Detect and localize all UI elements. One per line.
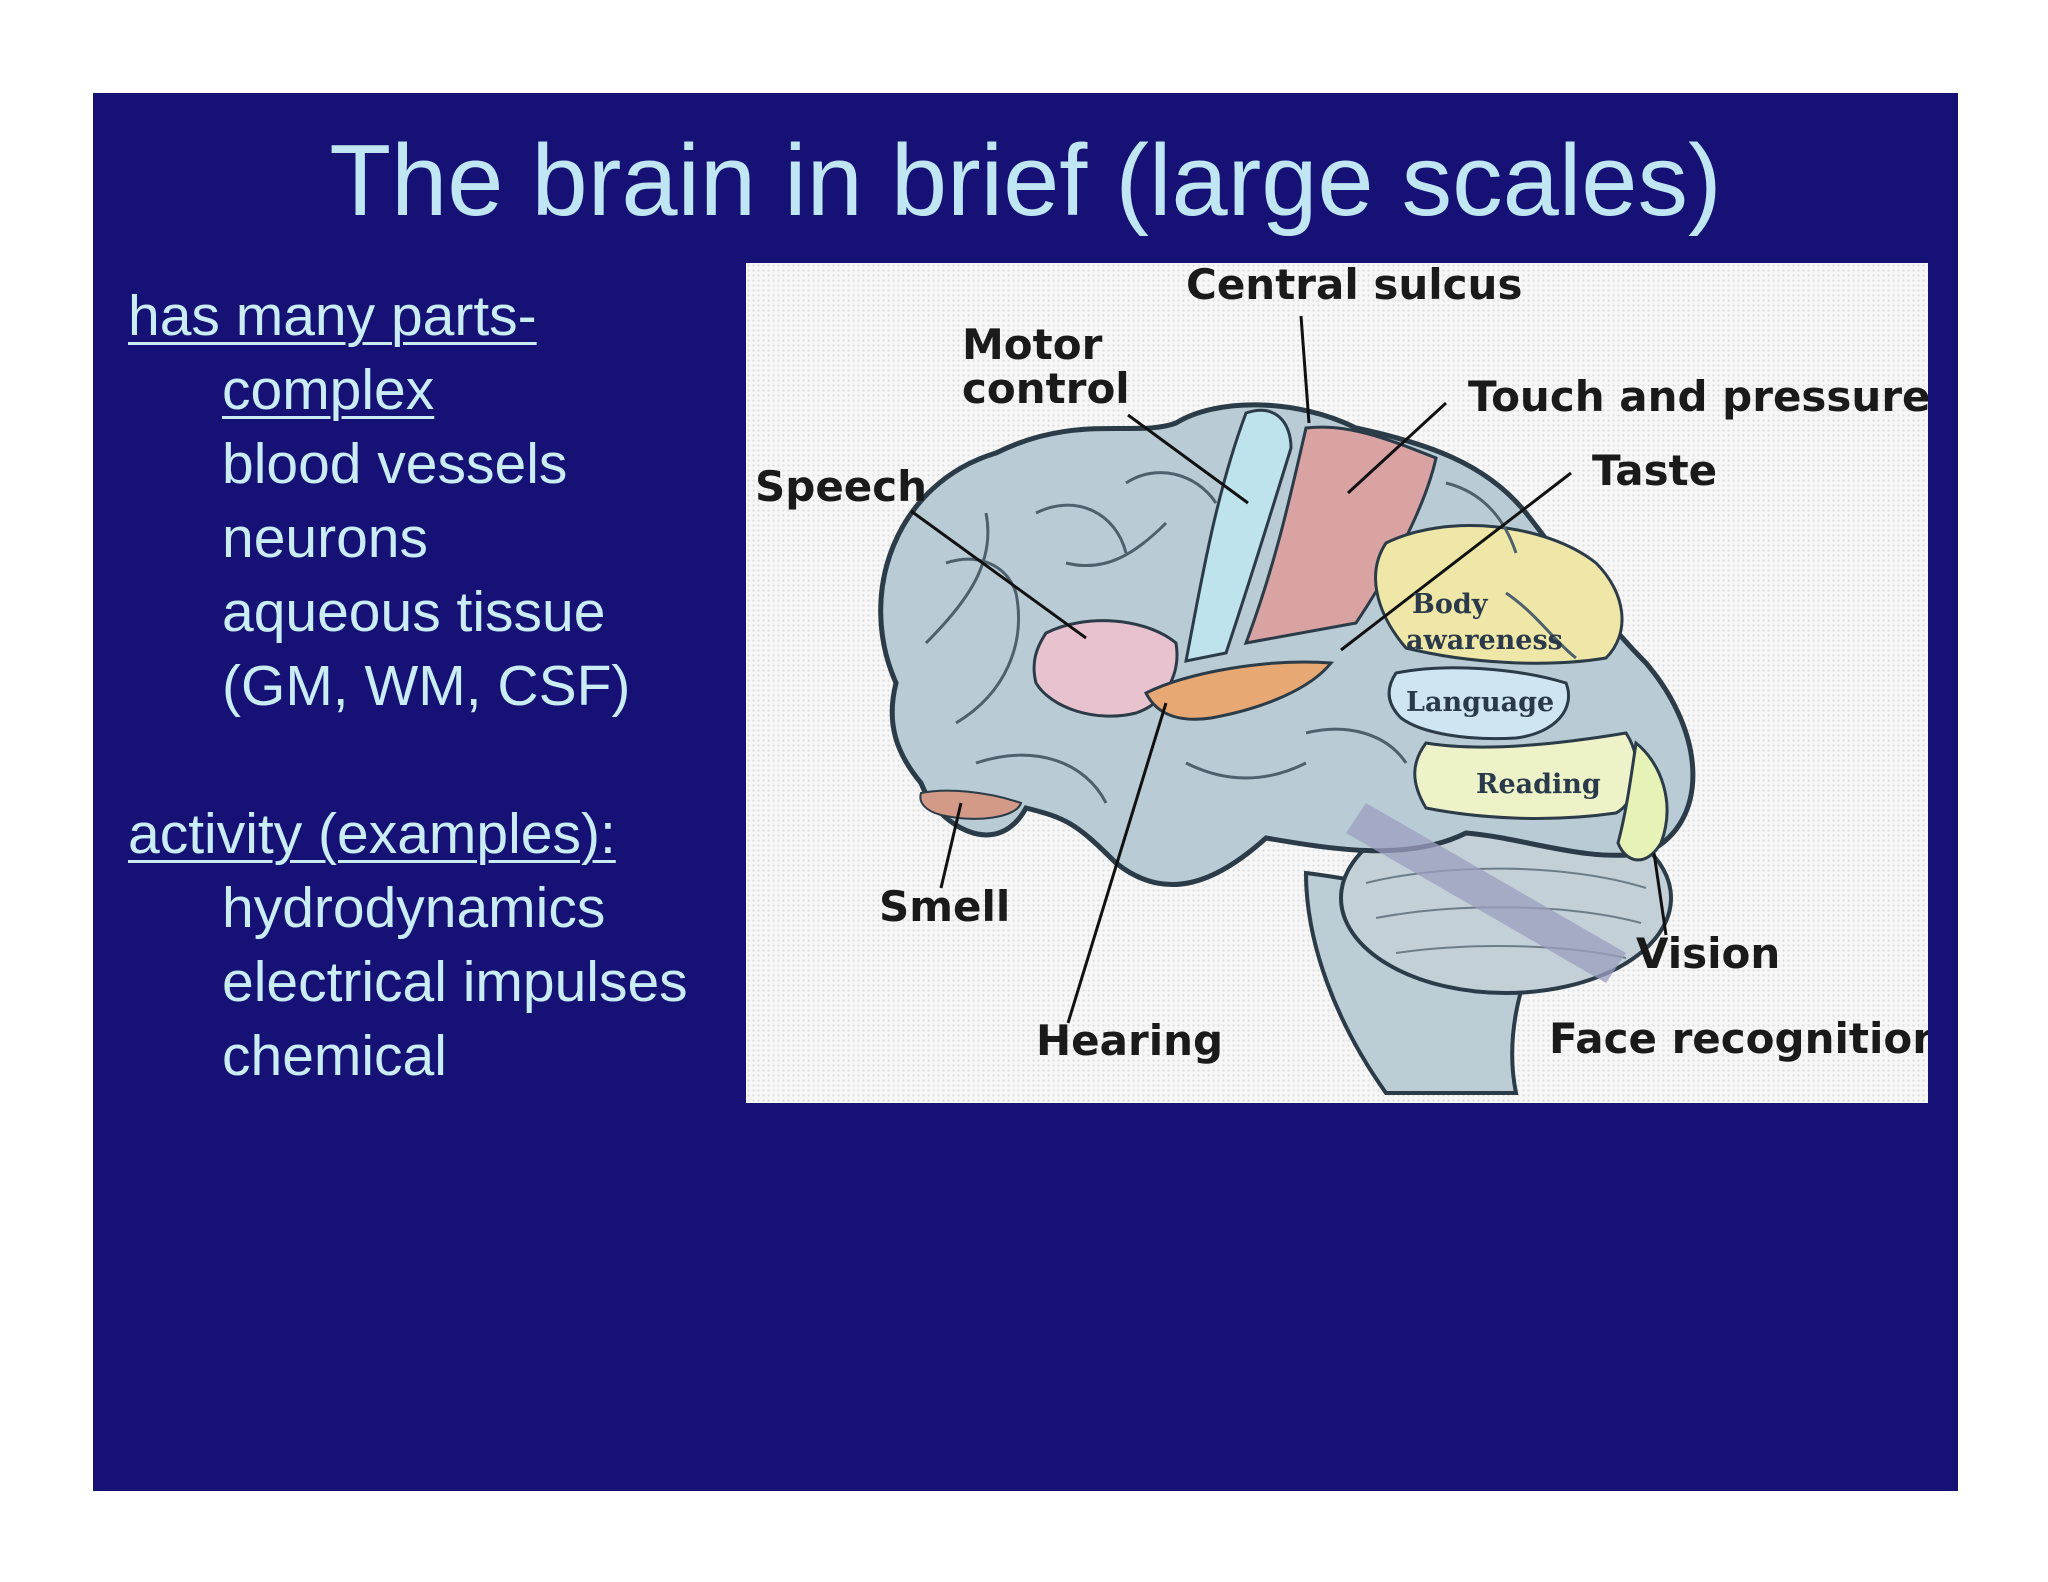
pointer-touch: [1346, 401, 1448, 495]
item-neurons: neurons: [222, 506, 428, 570]
label-smell: Smell: [879, 882, 1010, 931]
speech-region: [1032, 619, 1179, 718]
label-reading: Reading: [1476, 769, 1601, 800]
vision-region: [1616, 740, 1669, 862]
smell-region: [919, 789, 1023, 820]
item-chemical: chemical: [222, 1024, 447, 1088]
item-aqueous-tissue: aqueous tissue: [222, 580, 606, 644]
brain-diagram: Central sulcus Motor control Touch and p…: [755, 263, 1928, 1095]
label-language: Language: [1406, 687, 1554, 718]
pointer-hearing: [1066, 702, 1168, 1024]
face-recognition-region: [1346, 803, 1626, 983]
label-awareness: awareness: [1406, 625, 1563, 656]
heading-activity: activity (examples):: [128, 802, 616, 866]
heading-parts: has many parts-: [128, 284, 537, 348]
pointer-vision: [1652, 852, 1668, 936]
pointer-motor-control: [1127, 413, 1249, 505]
label-face-recognition: Face recognition: [1549, 1014, 1928, 1063]
gyri-lines: [924, 471, 1577, 804]
label-control: control: [962, 364, 1130, 413]
brain-figure: Central sulcus Motor control Touch and p…: [746, 263, 1928, 1103]
label-hearing: Hearing: [1036, 1016, 1223, 1065]
pointer-speech: [910, 509, 1087, 640]
body-awareness-region: [1374, 524, 1624, 665]
item-hydrodynamics: hydrodynamics: [222, 876, 606, 940]
language-region: [1387, 666, 1570, 741]
reading-region: [1413, 731, 1639, 820]
label-body: Body: [1412, 589, 1489, 620]
spacer: [128, 723, 828, 797]
pointer-lines: [910, 315, 1668, 1024]
label-central-sulcus: Central sulcus: [1186, 263, 1522, 309]
label-speech: Speech: [755, 462, 927, 511]
pointer-smell: [939, 802, 963, 889]
pointer-taste: [1340, 471, 1572, 652]
bullet-text: has many parts- complex blood vessels ne…: [128, 279, 828, 1093]
label-touch-pressure: Touch and pressure: [1468, 372, 1928, 421]
motor-region: [1184, 408, 1293, 663]
label-taste: Taste: [1592, 446, 1717, 495]
label-vision: Vision: [1636, 929, 1780, 978]
pointer-central-sulcus: [1299, 315, 1311, 424]
slide-title: The brain in brief (large scales): [329, 125, 1722, 237]
hearing-region: [1143, 660, 1334, 721]
slide: The brain in brief (large scales) has ma…: [93, 93, 1958, 1491]
item-electrical-impulses: electrical impulses: [222, 950, 688, 1014]
item-blood-vessels: blood vessels: [222, 432, 568, 496]
label-motor: Motor: [962, 320, 1103, 369]
item-gm-wm-csf: (GM, WM, CSF): [222, 654, 631, 718]
item-complex: complex: [222, 358, 435, 422]
